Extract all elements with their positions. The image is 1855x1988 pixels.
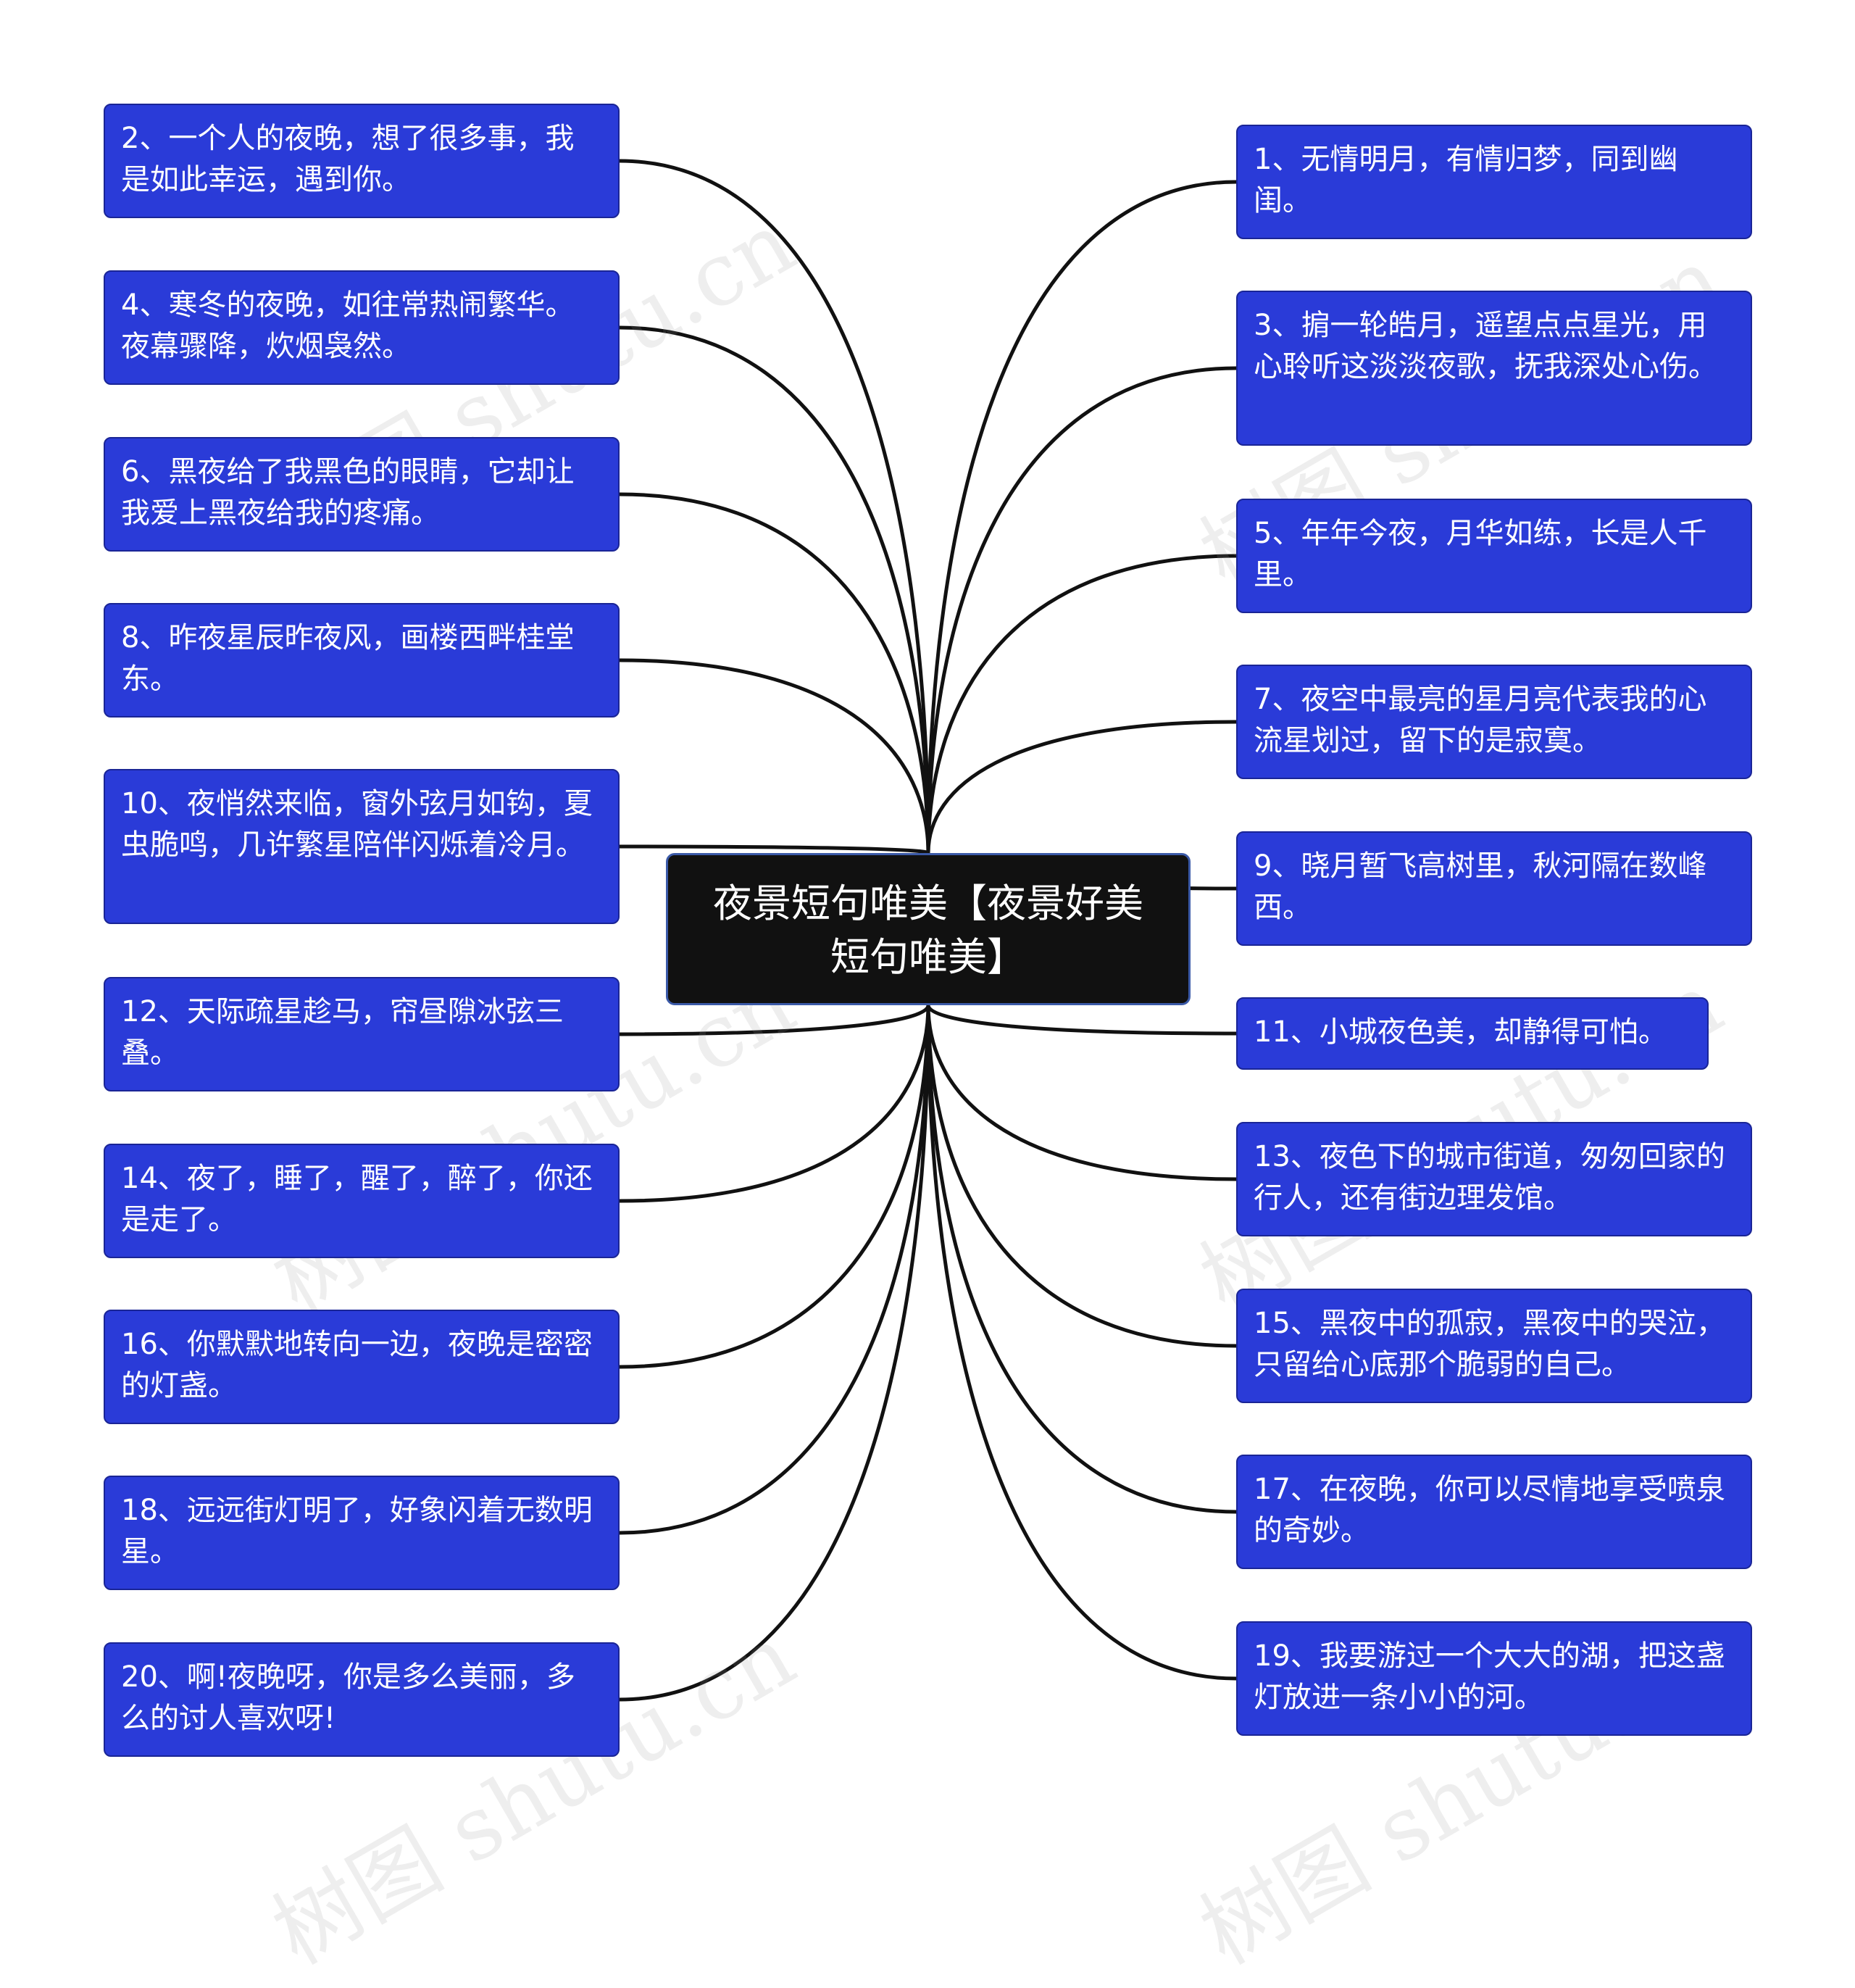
connector-line [619,1005,930,1535]
connector-line [926,1005,1237,1348]
left-node-20: 20、啊!夜晚呀，你是多么美丽，多么的讨人喜欢呀! [104,1642,620,1757]
right-node-9: 9、晓月暂飞高树里，秋河隔在数峰西。 [1236,831,1752,946]
connector-lines [619,159,1237,1702]
connector-line [926,554,1237,854]
right-node-13: 13、夜色下的城市街道，匆匆回家的行人，还有街边理发馆。 [1236,1122,1752,1236]
right-node-7: 7、夜空中最亮的星月亮代表我的心流星划过，留下的是寂寞。 [1236,665,1752,779]
right-node-1: 1、无情明月，有情归梦，同到幽闺。 [1236,125,1752,239]
right-node-11: 11、小城夜色美，却静得可怕。 [1236,997,1709,1070]
connector-line [619,658,930,854]
right-node-17: 17、在夜晚，你可以尽情地享受喷泉的奇妙。 [1236,1455,1752,1569]
connector-line [619,492,930,854]
connector-line [619,159,930,854]
left-node-16: 16、你默默地转向一边，夜晚是密密的灯盏。 [104,1310,620,1424]
right-node-5: 5、年年今夜，月华如练，长是人千里。 [1236,499,1752,613]
right-node-3: 3、掮一轮皓月，遥望点点星光，用心聆听这淡淡夜歌，抚我深处心伤。 [1236,291,1752,446]
connector-line [619,1005,930,1203]
connector-line [926,1005,1237,1036]
connector-line [926,720,1237,854]
connector-line [926,1005,1237,1681]
connector-line [619,844,930,855]
connector-line [619,1005,930,1369]
connector-line [619,1005,930,1702]
left-node-2: 2、一个人的夜晚，想了很多事，我是如此幸运，遇到你。 [104,104,620,218]
right-node-15: 15、黑夜中的孤寂，黑夜中的哭泣，只留给心底那个脆弱的自己。 [1236,1289,1752,1403]
connector-line [926,1005,1237,1181]
right-node-19: 19、我要游过一个大大的湖，把这盏灯放进一条小小的河。 [1236,1621,1752,1736]
connector-line [619,325,930,854]
left-node-8: 8、昨夜星辰昨夜风，画楼西畔桂堂东。 [104,603,620,718]
connector-line [926,180,1237,854]
central-topic: 夜景短句唯美【夜景好美短句唯美】 [666,853,1191,1005]
left-node-6: 6、黑夜给了我黑色的眼睛，它却让我爱上黑夜给我的疼痛。 [104,437,620,552]
connector-line [926,366,1237,854]
connector-line [619,1005,930,1036]
left-node-18: 18、远远街灯明了，好象闪着无数明星。 [104,1476,620,1590]
left-node-4: 4、寒冬的夜晚，如往常热闹繁华。夜幕骤降，炊烟袅然。 [104,270,620,385]
left-node-10: 10、夜悄然来临，窗外弦月如钩，夏虫脆鸣，几许繁星陪伴闪烁着冷月。 [104,769,620,924]
left-node-12: 12、天际疏星趁马，帘昼隙冰弦三叠。 [104,977,620,1091]
connector-line [926,1005,1237,1514]
left-node-14: 14、夜了，睡了，醒了，醉了，你还是走了。 [104,1144,620,1258]
